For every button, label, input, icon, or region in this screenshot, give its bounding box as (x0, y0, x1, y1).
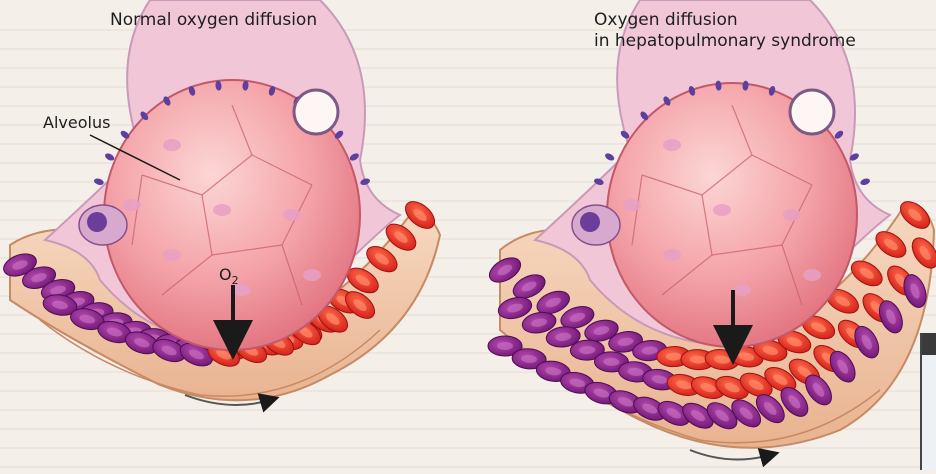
wall-nucleus (604, 152, 616, 162)
cell-nucleus (163, 139, 181, 151)
wall-nucleus (104, 152, 116, 162)
macrophage-nucleus-right (580, 212, 600, 232)
title-normal-diffusion: Normal oxygen diffusion (110, 10, 317, 31)
panel-normal (1, 0, 440, 405)
cell-nucleus (303, 269, 321, 281)
wall-nucleus (859, 177, 870, 186)
title-hps-line2: in hepatopulmonary syndrome (594, 31, 856, 51)
cell-nucleus (733, 284, 751, 296)
label-alveolus: Alveolus (43, 113, 110, 132)
macrophage-nucleus-left (87, 212, 107, 232)
title-hps-line1: Oxygen diffusion (594, 10, 738, 30)
cell-nucleus (283, 209, 301, 221)
cell-nucleus (163, 249, 181, 261)
cropped-window-titlebar (922, 333, 936, 355)
title-hps-diffusion: Oxygen diffusion in hepatopulmonary synd… (594, 10, 856, 52)
label-o2-subscript: 2 (232, 274, 239, 287)
cropped-window-edge (920, 333, 936, 470)
vessel-cross-section-left (294, 90, 338, 134)
cell-nucleus (783, 209, 801, 221)
cell-nucleus (663, 249, 681, 261)
label-o2: O2 (219, 265, 239, 287)
cell-nucleus (663, 139, 681, 151)
cell-nucleus (623, 199, 641, 211)
cell-nucleus (713, 204, 731, 216)
cell-nucleus (123, 199, 141, 211)
cell-nucleus (803, 269, 821, 281)
cell-nucleus (213, 204, 231, 216)
flow-arrow-right (690, 450, 770, 459)
vessel-cross-section-right (790, 90, 834, 134)
wall-nucleus (93, 177, 104, 186)
label-o2-main: O (219, 265, 232, 284)
